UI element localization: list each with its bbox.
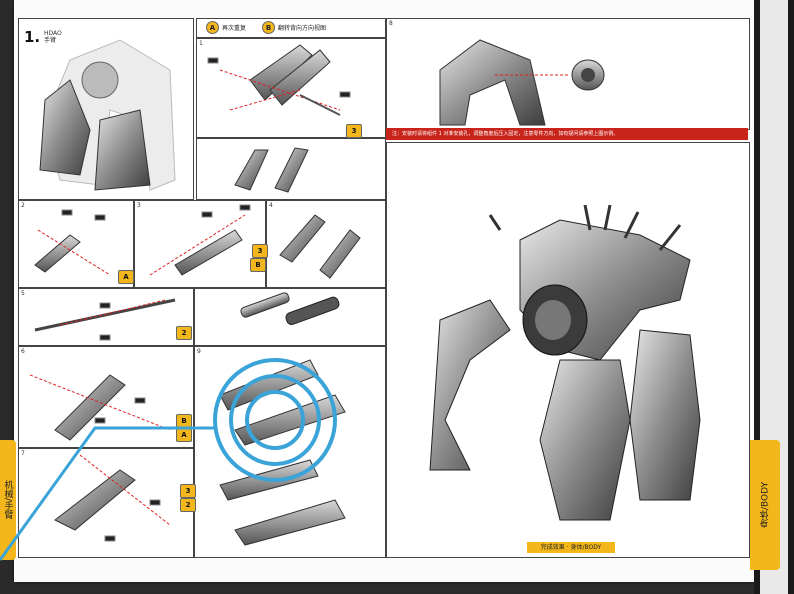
instruction-banner: 注：安装时请将组件 1 对准安装孔，调整角度后压入固定，注意零件方向，如有疑问请… [386, 128, 748, 140]
legend-item-b: B 翻转背向方向视图 [262, 21, 326, 34]
final-robot-model [429, 204, 701, 521]
panel-index-5: 5 [21, 290, 25, 297]
panel-7 [18, 346, 194, 448]
panel-1-parts [219, 44, 341, 116]
section-tab-left: 机械/手臂 [0, 440, 16, 560]
top-right-assembly [439, 39, 605, 126]
step-badge: 3 [252, 244, 268, 258]
panel-index-4: 4 [269, 202, 273, 209]
panel-index-6: 6 [21, 348, 25, 355]
legend-bar [196, 18, 386, 38]
step-subtitle: HDAO 手臂 [44, 30, 62, 44]
step-subtitle-bottom: 手臂 [44, 37, 57, 44]
panel-7-parts [29, 374, 171, 441]
panel-index-1: 1 [199, 40, 203, 47]
legend-a-text: 再次重复 [222, 25, 247, 32]
legend-b-symbol: B [262, 21, 275, 34]
panel-6-parts [240, 292, 340, 325]
panel-index-9: 9 [197, 348, 201, 355]
legend-b-text: 翻转背向方向视图 [278, 25, 327, 32]
highlight-rings [0, 358, 337, 561]
step-subtitle-top: HDAO [44, 30, 62, 37]
step-badge: A [118, 270, 134, 284]
panel-9-parts [54, 454, 171, 531]
robot-arm-preview [39, 39, 176, 191]
legend-a-symbol: A [206, 21, 219, 34]
step-badge: 3 [180, 484, 196, 498]
panel-index-7: 7 [21, 450, 25, 457]
part-labels [61, 57, 351, 542]
legend-item-a: A 再次重复 [206, 21, 246, 34]
panel-index-2: 2 [21, 202, 25, 209]
step-badge: B [250, 258, 266, 272]
step-number: 1. [24, 28, 41, 46]
step-badge: 2 [176, 326, 192, 340]
panel-index-3: 3 [137, 202, 141, 209]
panel-4-parts [279, 214, 361, 279]
step-badge: 2 [180, 498, 196, 512]
completion-label: 完成效果 · 身体/BODY [527, 542, 615, 553]
panel-2-parts [34, 229, 111, 276]
panel-1b [196, 138, 386, 200]
panel-3 [134, 200, 266, 288]
panel-5-parts [34, 298, 176, 332]
panel-index-8: 8 [389, 20, 393, 27]
step-badge: 3 [346, 124, 362, 138]
panel-3-parts [149, 214, 246, 276]
panel-1b-parts [234, 147, 309, 193]
